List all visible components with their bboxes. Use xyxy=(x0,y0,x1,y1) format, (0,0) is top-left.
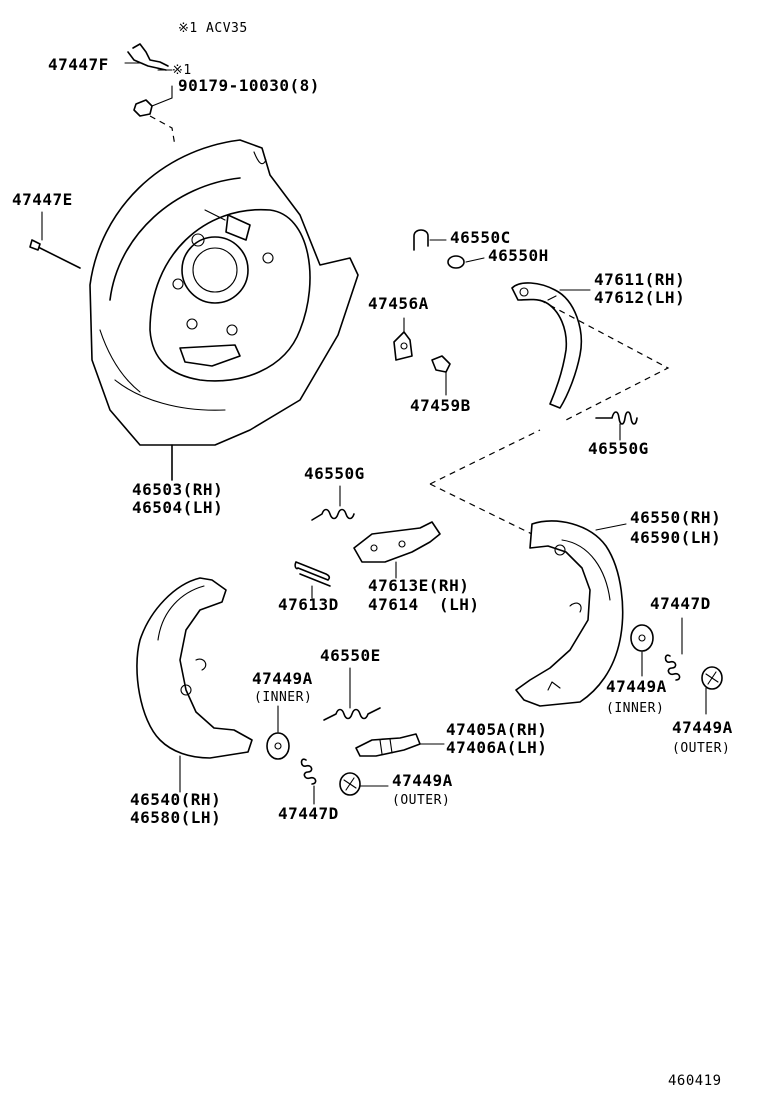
part-number-47447F[interactable]: 47447F xyxy=(48,55,109,74)
cup-47449A-outer-mid-drawing xyxy=(339,772,389,796)
cup-47449A-outer-right-drawing xyxy=(701,666,723,715)
part-number-47449A-inner-left[interactable]: 47449A xyxy=(252,669,313,688)
cup-47449A-inner-left-drawing xyxy=(266,705,290,760)
washer-46550H-drawing xyxy=(447,255,485,269)
part-number-46580[interactable]: 46580(LH) xyxy=(130,808,222,827)
pin-47447E-drawing xyxy=(29,211,81,269)
part-number-46550-rh[interactable]: 46550(RH) xyxy=(630,508,722,527)
part-number-46550G-right[interactable]: 46550G xyxy=(588,439,649,458)
part-number-46590-lh[interactable]: 46590(LH) xyxy=(630,528,722,547)
outer-note-right: (OUTER) xyxy=(672,741,731,756)
part-number-47406A[interactable]: 47406A(LH) xyxy=(446,738,548,757)
part-number-47449A-inner-right[interactable]: 47449A xyxy=(606,677,667,696)
part-number-46550E[interactable]: 46550E xyxy=(320,646,381,665)
part-number-46540[interactable]: 46540(RH) xyxy=(130,790,222,809)
spring-46550G-right-drawing xyxy=(595,411,638,441)
adjuster-47613E-drawing xyxy=(353,521,441,579)
part-number-46550G-mid[interactable]: 46550G xyxy=(304,464,365,483)
plate-47456A-drawing xyxy=(393,317,413,361)
brake-shoe-46540-drawing xyxy=(136,577,253,793)
part-number-47449A-outer-mid[interactable]: 47449A xyxy=(392,771,453,790)
drawing-code: 460419 xyxy=(668,1073,722,1089)
bolt-90179-drawing xyxy=(133,69,176,147)
clip-47447F-drawing xyxy=(124,43,169,71)
spring-46550G-mid-drawing xyxy=(311,485,355,521)
part-number-47456A[interactable]: 47456A xyxy=(368,294,429,313)
parking-shoe-47611-drawing xyxy=(511,282,670,421)
spring-47447D-right-drawing xyxy=(664,617,683,681)
part-number-46503[interactable]: 46503(RH) xyxy=(132,480,224,499)
part-number-47405A[interactable]: 47405A(RH) xyxy=(446,720,548,739)
part-number-46550C[interactable]: 46550C xyxy=(450,228,511,247)
applicability-note: ※1 ACV35 xyxy=(178,21,248,36)
part-number-47613E[interactable]: 47613E(RH) xyxy=(368,576,470,595)
part-number-90179[interactable]: 90179-10030(8) xyxy=(178,76,320,95)
outer-note-mid: (OUTER) xyxy=(392,793,451,808)
strut-47405A-drawing xyxy=(355,733,445,757)
part-number-47612[interactable]: 47612(LH) xyxy=(594,288,686,307)
spring-47447D-mid-drawing xyxy=(300,758,317,805)
note-reference-mark: ※1 xyxy=(172,63,192,78)
part-number-47447D-right[interactable]: 47447D xyxy=(650,594,711,613)
part-number-47447D-mid[interactable]: 47447D xyxy=(278,804,339,823)
cup-47449A-inner-right-drawing xyxy=(630,624,654,677)
part-number-47614[interactable]: 47614 (LH) xyxy=(368,595,480,614)
clip-46550C-drawing xyxy=(413,229,447,251)
part-number-46550H[interactable]: 46550H xyxy=(488,246,549,265)
part-number-47611[interactable]: 47611(RH) xyxy=(594,270,686,289)
part-number-47449A-outer-right[interactable]: 47449A xyxy=(672,718,733,737)
inner-note-right: (INNER) xyxy=(606,701,665,716)
spring-47613D-drawing xyxy=(294,561,331,599)
part-number-46504[interactable]: 46504(LH) xyxy=(132,498,224,517)
spring-46550E-drawing xyxy=(323,667,381,721)
backing-plate-drawing xyxy=(89,139,359,481)
part-number-47459B[interactable]: 47459B xyxy=(410,396,471,415)
inner-note-left: (INNER) xyxy=(254,690,313,705)
part-number-47447E[interactable]: 47447E xyxy=(12,190,73,209)
part-number-47613D[interactable]: 47613D xyxy=(278,595,339,614)
bolt-47459B-drawing xyxy=(431,355,451,396)
brake-shoe-46550-drawing xyxy=(515,520,627,707)
